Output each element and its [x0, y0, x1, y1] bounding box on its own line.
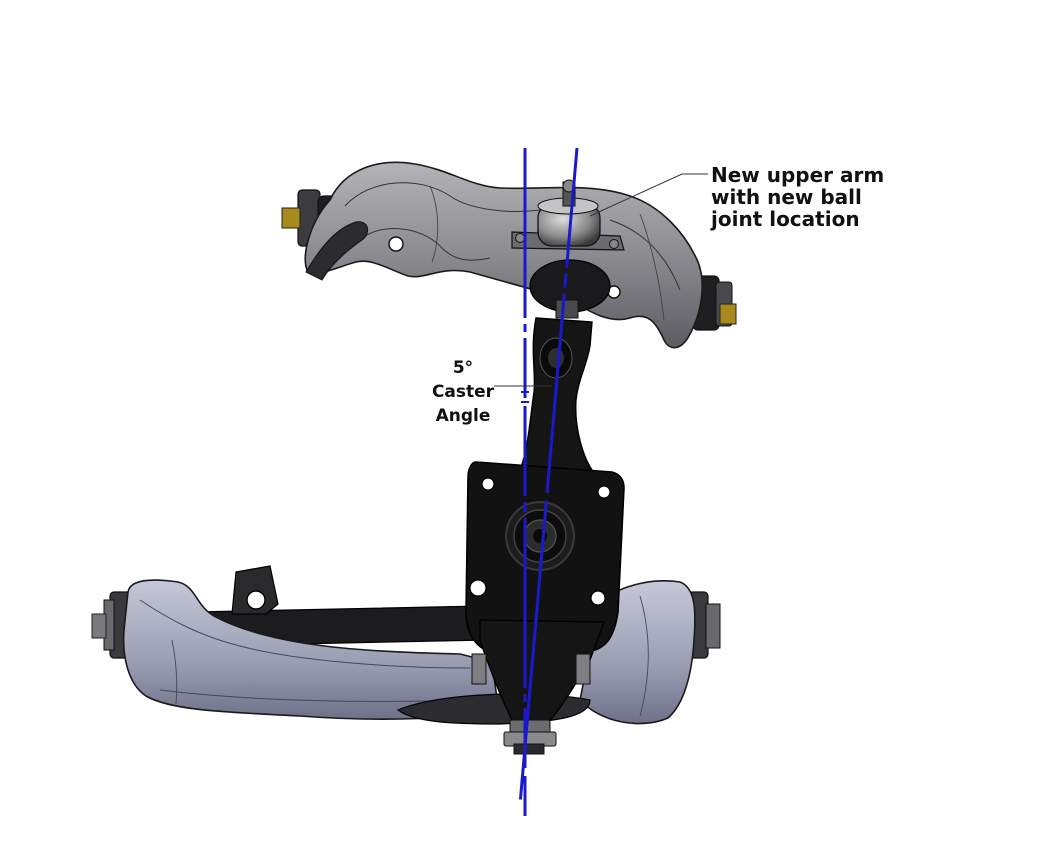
steering-axis-line [517, 147, 579, 817]
upper-ball-joint [511, 179, 625, 319]
lower-pivot-boss [231, 565, 279, 615]
caster-angle-value: 5° [452, 358, 474, 378]
upper-arm-callout-line-1: New upper arm [711, 163, 885, 187]
lower-control-arm [91, 565, 721, 725]
caster-angle-callout: 5° Caster Angle [425, 356, 501, 428]
upper-arm-leader [589, 173, 708, 217]
upper-control-arm [281, 161, 737, 349]
spindle-hub [505, 501, 575, 571]
spindle-knuckle [465, 317, 625, 755]
upper-arm-callout-line-2: with new ball [711, 185, 862, 209]
upper-right-bushing [692, 275, 737, 331]
upper-arm-callout: New upper arm with new ball joint locati… [711, 164, 884, 230]
caster-angle-label-1: Caster [431, 382, 495, 402]
angle-tick-marks [521, 391, 529, 403]
upper-arm-callout-line-3: joint location [711, 207, 860, 231]
caster-angle-label-2: Angle [435, 406, 491, 426]
